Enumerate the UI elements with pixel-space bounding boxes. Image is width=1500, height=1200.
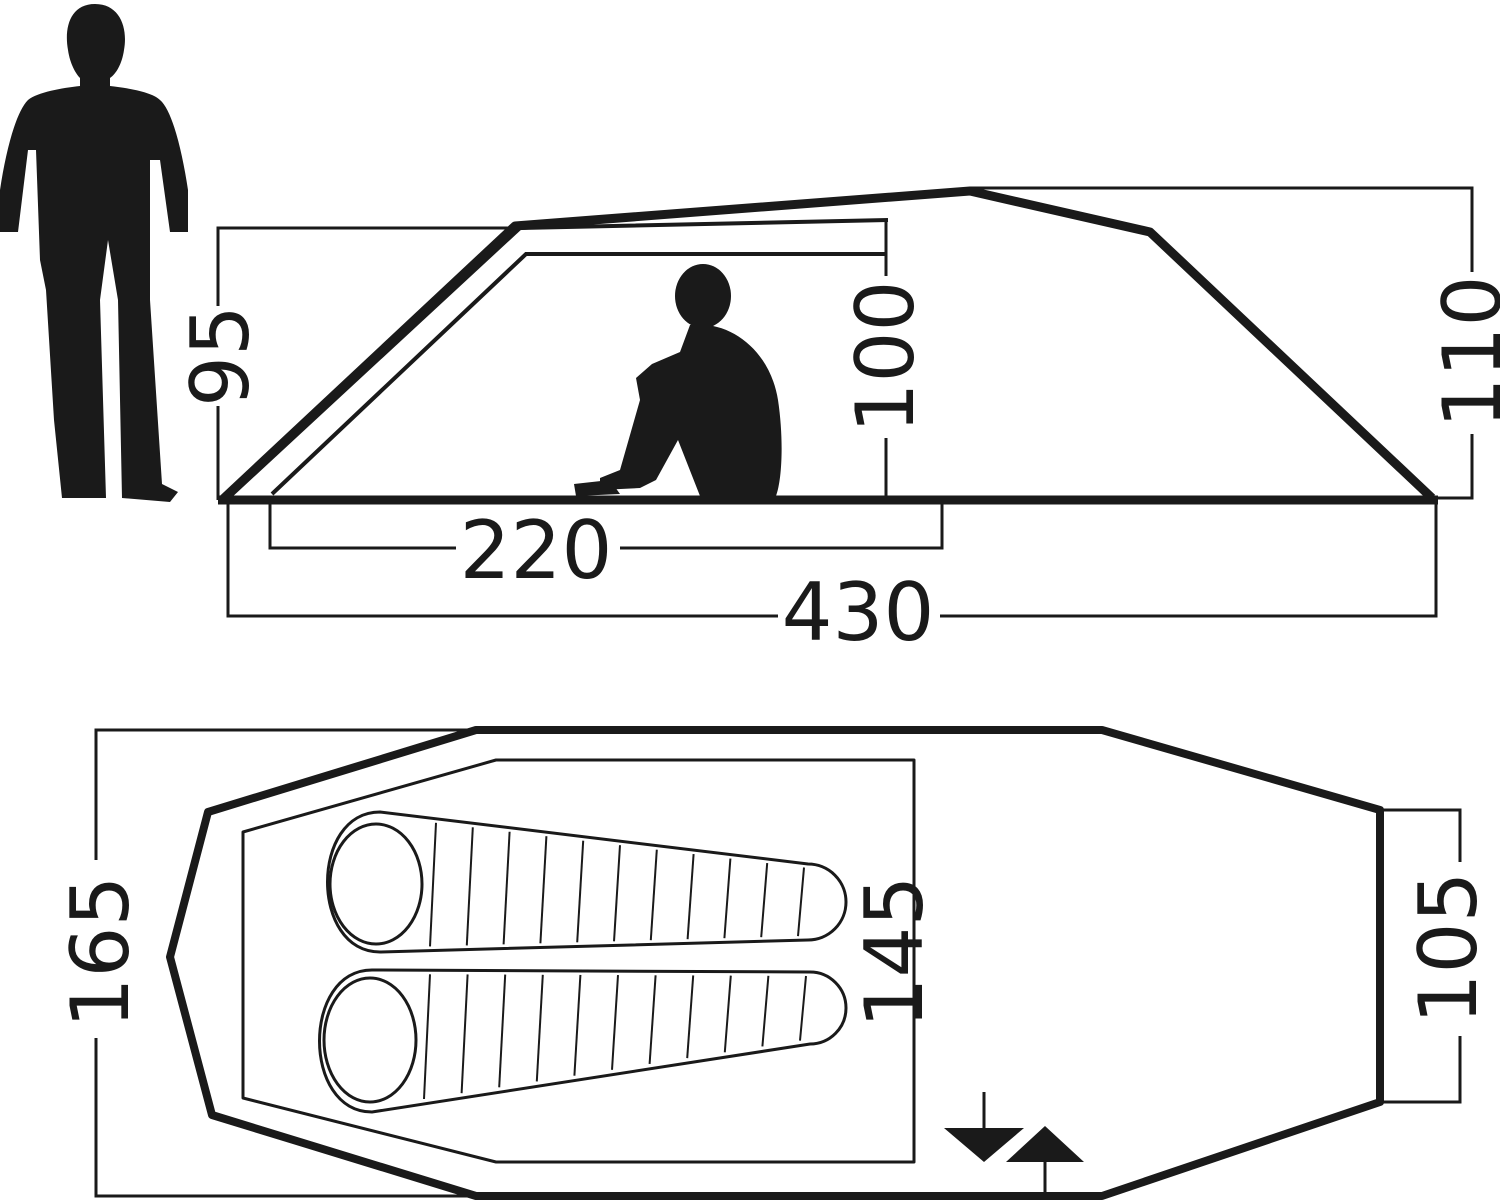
dim-line-165-lower bbox=[94, 1038, 470, 1198]
dim-label-105: 105 bbox=[1402, 872, 1495, 1025]
dim-line-220-left bbox=[268, 502, 456, 550]
outer-footprint-outline bbox=[166, 726, 1384, 1200]
door-entry-arrows-icon bbox=[944, 1092, 1084, 1198]
sleeping-bag-icon bbox=[318, 810, 848, 1114]
dim-label-100: 100 bbox=[839, 281, 932, 434]
sitting-person-icon bbox=[574, 264, 782, 496]
dim-line-105-lower bbox=[1380, 1036, 1462, 1104]
standing-person-icon bbox=[0, 4, 188, 502]
dim-line-220-right bbox=[620, 502, 944, 550]
dim-label-430: 430 bbox=[782, 566, 935, 659]
floor-plan-view: 165 145 105 bbox=[54, 726, 1495, 1200]
dim-line-110-upper bbox=[970, 186, 1474, 272]
dim-label-95: 95 bbox=[174, 305, 267, 407]
dim-label-165: 165 bbox=[54, 876, 147, 1029]
side-view: 95 100 110 220 430 bbox=[0, 4, 1500, 659]
dim-line-95 bbox=[216, 226, 510, 306]
dim-line-430-right bbox=[940, 502, 1438, 618]
inner-tent-outline bbox=[224, 218, 889, 502]
flysheet-outline bbox=[218, 186, 1436, 504]
dim-line-105-upper bbox=[1380, 808, 1462, 862]
dim-label-220: 220 bbox=[460, 504, 613, 597]
dim-label-145: 145 bbox=[848, 876, 941, 1029]
dim-line-110-lower bbox=[1432, 434, 1474, 500]
dim-line-165-upper bbox=[94, 728, 470, 860]
dim-label-110: 110 bbox=[1426, 276, 1500, 429]
inner-tent-outline-inner bbox=[270, 252, 886, 496]
dim-line-430-left bbox=[226, 502, 778, 618]
